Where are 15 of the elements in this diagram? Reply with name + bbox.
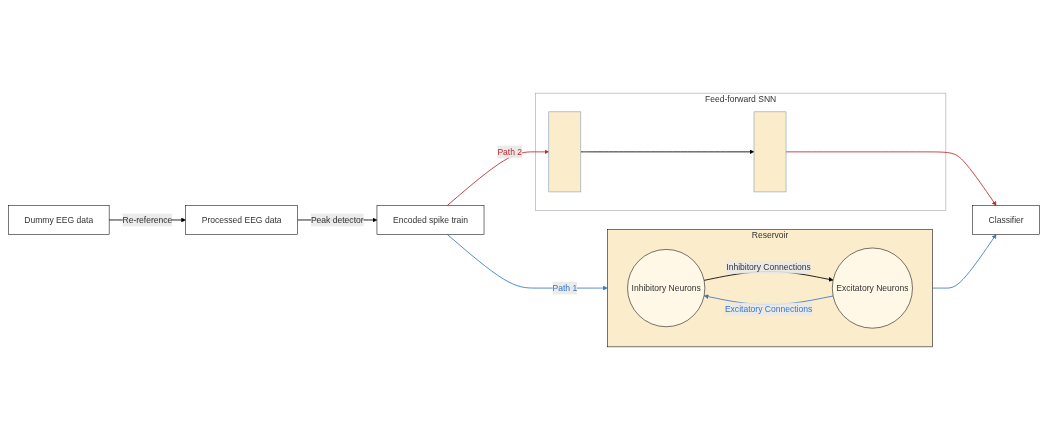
node-circle: Excitatory Neurons [831,247,913,329]
edge-label: Peak detector [310,215,364,225]
node-circle: Inhibitory Neurons [626,249,705,327]
node-bar [753,111,786,193]
edge-label: Inhibitory Connections [725,262,811,272]
node-box: Dummy EEG data [7,205,109,235]
node-box: Classifier [971,205,1040,235]
node-box: Encoded spike train [376,205,484,235]
edge-label: Re-reference [122,215,172,225]
edge-label: Excitatory Connections [724,304,812,314]
node-bar [548,111,581,193]
cluster: Feed-forward SNN [534,92,946,211]
node-box: Processed EEG data [184,205,298,235]
edge-label: Path 1 [551,283,577,293]
edge-label: Path 2 [496,147,522,157]
